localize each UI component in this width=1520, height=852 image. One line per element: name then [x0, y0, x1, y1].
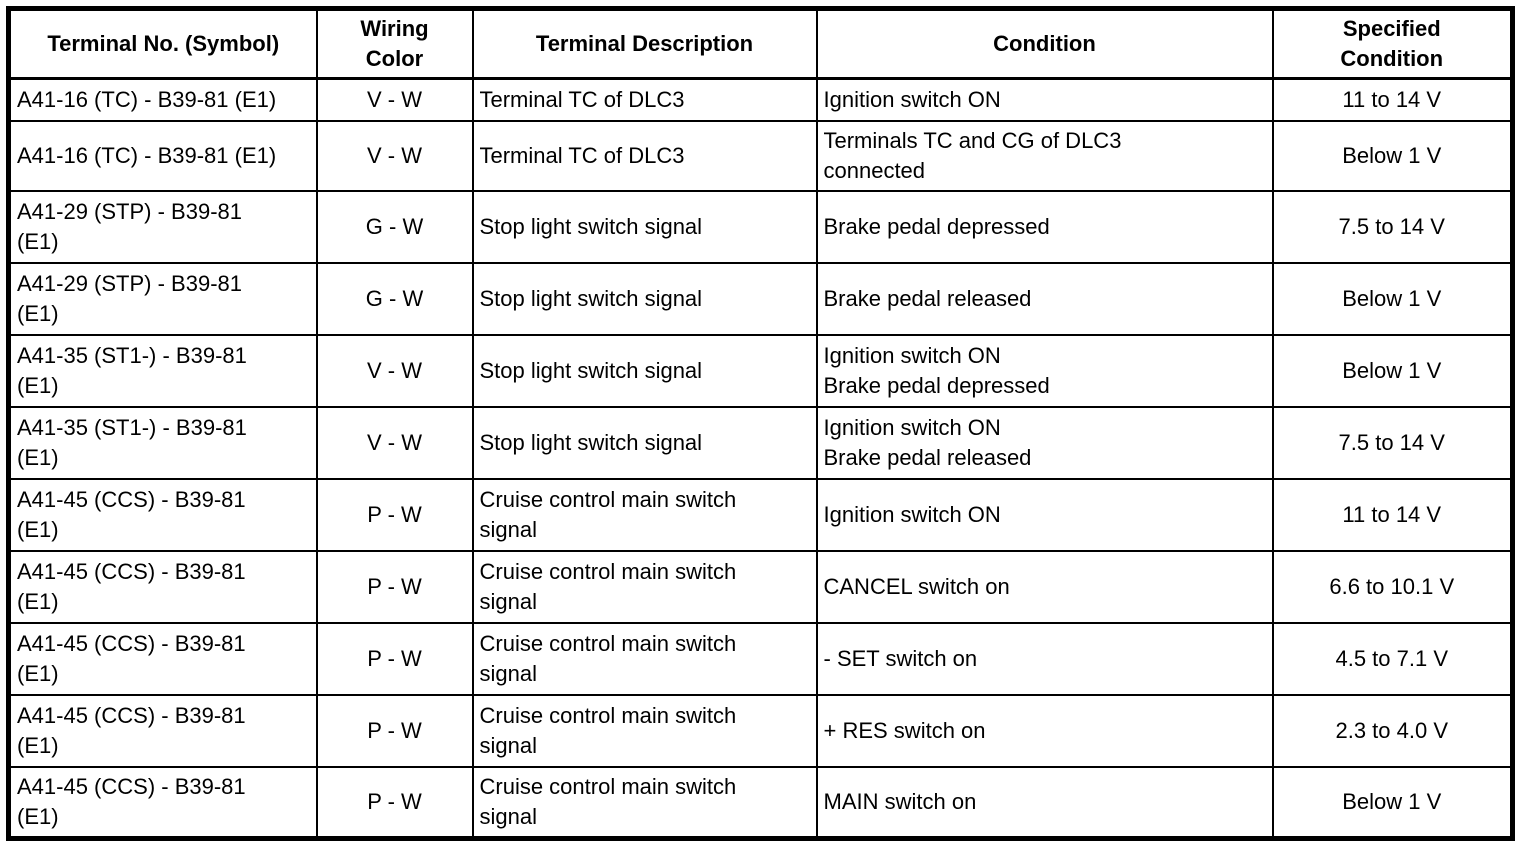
wiring-color-cell: V - W: [315, 333, 474, 408]
table-row: A41-35 (ST1-) - B39-81 (E1) V - W Stop l…: [7, 333, 1514, 408]
terminal-description-cell: Terminal TC of DLC3: [471, 77, 818, 122]
condition-cell: Brake pedal depressed: [815, 189, 1274, 264]
terminal-no-cell: A41-35 (ST1-) - B39-81 (E1): [7, 405, 318, 480]
wiring-color-cell: P - W: [315, 621, 474, 696]
wiring-color-cell: P - W: [315, 549, 474, 624]
condition-cell: Terminals TC and CG of DLC3 connected: [815, 119, 1274, 192]
table-row: A41-45 (CCS) - B39-81 (E1) P - W Cruise …: [7, 621, 1514, 696]
condition-cell: Brake pedal released: [815, 261, 1274, 336]
specified-condition-cell: 7.5 to 14 V: [1271, 405, 1514, 480]
table-row: A41-45 (CCS) - B39-81 (E1) P - W Cruise …: [7, 765, 1514, 840]
condition-cell: Ignition switch ON: [815, 477, 1274, 552]
terminal-description-cell: Stop light switch signal: [471, 261, 818, 336]
terminal-no-cell: A41-45 (CCS) - B39-81 (E1): [7, 765, 318, 840]
terminal-no-cell: A41-29 (STP) - B39-81 (E1): [7, 189, 318, 264]
terminal-description-cell: Cruise control main switch signal: [471, 693, 818, 768]
wiring-color-cell: P - W: [315, 765, 474, 840]
wiring-color-cell: V - W: [315, 405, 474, 480]
specified-condition-cell: 11 to 14 V: [1271, 477, 1514, 552]
table-row: A41-45 (CCS) - B39-81 (E1) P - W Cruise …: [7, 693, 1514, 768]
specified-condition-cell: Below 1 V: [1271, 333, 1514, 408]
col-header-condition: Condition: [815, 7, 1274, 80]
specified-condition-cell: 2.3 to 4.0 V: [1271, 693, 1514, 768]
specified-condition-cell: Below 1 V: [1271, 765, 1514, 840]
terminal-description-cell: Cruise control main switch signal: [471, 549, 818, 624]
terminal-description-cell: Stop light switch signal: [471, 405, 818, 480]
terminal-spec-table: Terminal No. (Symbol) Wiring Color Termi…: [6, 6, 1515, 841]
terminal-description-cell: Terminal TC of DLC3: [471, 119, 818, 192]
specified-condition-cell: Below 1 V: [1271, 261, 1514, 336]
terminal-no-cell: A41-16 (TC) - B39-81 (E1): [7, 119, 318, 192]
table-header-row: Terminal No. (Symbol) Wiring Color Termi…: [7, 7, 1514, 80]
condition-cell: Ignition switch ON: [815, 77, 1274, 122]
terminal-no-cell: A41-35 (ST1-) - B39-81 (E1): [7, 333, 318, 408]
specified-condition-cell: 11 to 14 V: [1271, 77, 1514, 122]
wiring-color-cell: V - W: [315, 77, 474, 122]
specified-condition-cell: Below 1 V: [1271, 119, 1514, 192]
table-row: A41-29 (STP) - B39-81 (E1) G - W Stop li…: [7, 189, 1514, 264]
terminal-no-cell: A41-16 (TC) - B39-81 (E1): [7, 77, 318, 122]
wiring-color-cell: G - W: [315, 261, 474, 336]
col-header-terminal-description: Terminal Description: [471, 7, 818, 80]
condition-cell: + RES switch on: [815, 693, 1274, 768]
condition-cell: Ignition switch ON Brake pedal depressed: [815, 333, 1274, 408]
terminal-description-cell: Cruise control main switch signal: [471, 621, 818, 696]
terminal-no-cell: A41-45 (CCS) - B39-81 (E1): [7, 693, 318, 768]
terminal-description-cell: Cruise control main switch signal: [471, 765, 818, 840]
condition-cell: MAIN switch on: [815, 765, 1274, 840]
col-header-terminal-no: Terminal No. (Symbol): [7, 7, 318, 80]
condition-cell: Ignition switch ON Brake pedal released: [815, 405, 1274, 480]
table-body: A41-16 (TC) - B39-81 (E1) V - W Terminal…: [7, 77, 1514, 840]
table-row: A41-16 (TC) - B39-81 (E1) V - W Terminal…: [7, 77, 1514, 122]
terminal-no-cell: A41-45 (CCS) - B39-81 (E1): [7, 549, 318, 624]
terminal-no-cell: A41-45 (CCS) - B39-81 (E1): [7, 621, 318, 696]
terminal-description-cell: Cruise control main switch signal: [471, 477, 818, 552]
table-row: A41-45 (CCS) - B39-81 (E1) P - W Cruise …: [7, 477, 1514, 552]
table-row: A41-35 (ST1-) - B39-81 (E1) V - W Stop l…: [7, 405, 1514, 480]
condition-cell: - SET switch on: [815, 621, 1274, 696]
wiring-color-cell: G - W: [315, 189, 474, 264]
terminal-no-cell: A41-29 (STP) - B39-81 (E1): [7, 261, 318, 336]
wiring-color-cell: P - W: [315, 477, 474, 552]
terminal-description-cell: Stop light switch signal: [471, 333, 818, 408]
specified-condition-cell: 6.6 to 10.1 V: [1271, 549, 1514, 624]
wiring-color-cell: P - W: [315, 693, 474, 768]
table-row: A41-45 (CCS) - B39-81 (E1) P - W Cruise …: [7, 549, 1514, 624]
table-row: A41-29 (STP) - B39-81 (E1) G - W Stop li…: [7, 261, 1514, 336]
table-row: A41-16 (TC) - B39-81 (E1) V - W Terminal…: [7, 119, 1514, 192]
terminal-description-cell: Stop light switch signal: [471, 189, 818, 264]
condition-cell: CANCEL switch on: [815, 549, 1274, 624]
wiring-color-cell: V - W: [315, 119, 474, 192]
specified-condition-cell: 7.5 to 14 V: [1271, 189, 1514, 264]
col-header-wiring-color: Wiring Color: [315, 7, 474, 80]
specified-condition-cell: 4.5 to 7.1 V: [1271, 621, 1514, 696]
terminal-no-cell: A41-45 (CCS) - B39-81 (E1): [7, 477, 318, 552]
col-header-specified-condition: Specified Condition: [1271, 7, 1514, 80]
